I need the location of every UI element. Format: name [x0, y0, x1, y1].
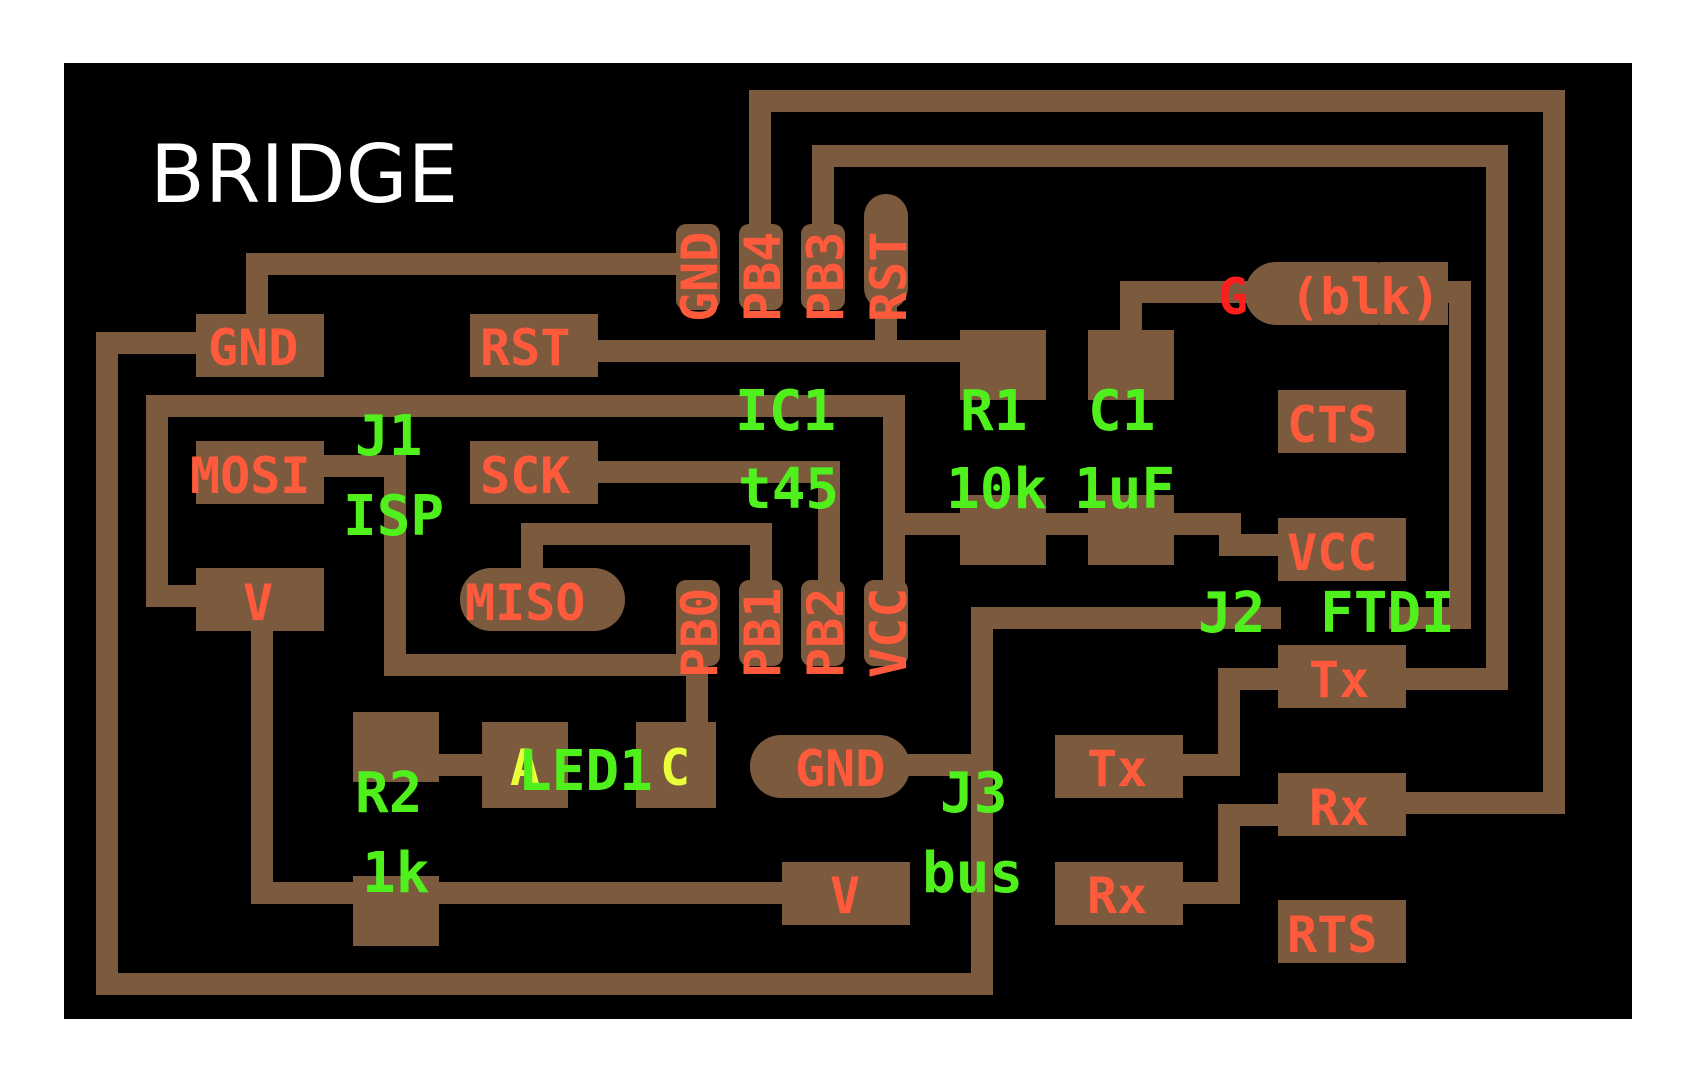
ftdi-rts-label: RTS [1287, 906, 1377, 964]
pad-c1-top[interactable] [1088, 330, 1174, 400]
pad-isp-rst[interactable] [470, 314, 598, 377]
led1-ref-label: LED1 [518, 739, 653, 804]
pad-ic-pb4[interactable] [739, 224, 783, 310]
pad-ic-pb1[interactable] [739, 580, 783, 666]
ic-pin-rst-label: RST [860, 232, 918, 322]
pad-r1-bottom[interactable] [960, 495, 1046, 565]
pad-r1-top[interactable] [960, 330, 1046, 400]
pad-ftdi-vcc[interactable] [1278, 518, 1406, 581]
pad-ic-pb3[interactable] [801, 224, 845, 310]
ftdi-g-note-label: (blk) [1290, 268, 1441, 326]
led-c-label: C [660, 739, 690, 797]
ic-pin-pb2-label: PB2 [797, 588, 855, 678]
trace-bus-tx [1169, 668, 1301, 776]
j1-value-label: ISP [343, 484, 444, 549]
isp-mosi-label: MOSI [190, 447, 310, 505]
trace-g-side [1389, 281, 1471, 629]
ic1-ref-label: IC1 [735, 379, 836, 444]
trace-v-rail [146, 395, 1301, 607]
pad-ftdi-g-right [1380, 262, 1448, 325]
trace-gnd-isp [246, 253, 708, 346]
pad-isp-gnd[interactable] [196, 314, 324, 377]
pad-ftdi-rts[interactable] [1278, 900, 1406, 963]
r1-ref-label: R1 [960, 379, 1027, 444]
traces [96, 90, 1565, 995]
ic-pin-pb3-label: PB3 [797, 232, 855, 322]
pad-bus-gnd[interactable] [750, 735, 910, 798]
j3-ref-label: J3 [940, 761, 1007, 826]
ftdi-tx-label: Tx [1309, 651, 1369, 709]
j2-ref-label: J2 [1198, 581, 1265, 646]
ic-pin-pb0-label: PB0 [671, 588, 729, 678]
bus-tx-label: Tx [1087, 740, 1147, 798]
j3-value-label: bus [922, 841, 1023, 906]
pad-bus-tx[interactable] [1055, 735, 1183, 798]
r2-ref-label: R2 [355, 761, 422, 826]
pad-isp-v[interactable] [196, 568, 324, 631]
pad-r2-bottom[interactable] [353, 876, 439, 946]
pad-isp-sck[interactable] [470, 441, 598, 504]
c1-ref-label: C1 [1088, 379, 1155, 444]
pad-ftdi-cts[interactable] [1278, 390, 1406, 453]
bus-gnd-label: GND [795, 740, 885, 798]
ic-pin-gnd-label: GND [671, 232, 729, 322]
component-labels: IC1 t45 R1 10k C1 1uF J1 ISP J2 FTDI J3 … [343, 379, 1455, 906]
ic-pin-pb1-label: PB1 [734, 588, 792, 678]
bus-v-label: V [830, 867, 860, 925]
pad-r2-top[interactable] [353, 712, 439, 782]
ftdi-rx-label: Rx [1309, 779, 1369, 837]
trace-pb4-rx [749, 90, 1565, 814]
trace-ground-loop [96, 332, 1281, 995]
trace-bus-rx [1169, 804, 1301, 904]
j2-value-label: FTDI [1320, 581, 1455, 646]
board-title: BRIDGE [150, 128, 458, 221]
trace-miso [521, 523, 772, 626]
ftdi-cts-label: CTS [1287, 396, 1377, 454]
pad-isp-miso[interactable] [460, 568, 625, 631]
trace-g-c1 [1120, 281, 1281, 351]
ftdi-vcc-label: VCC [1287, 524, 1377, 582]
led-a-label: A [510, 739, 540, 797]
pad-ic-pb2[interactable] [801, 580, 845, 666]
pad-c1-bottom[interactable] [1088, 495, 1174, 565]
ic-pin-vcc-label: VCC [860, 588, 918, 678]
pad-ftdi-tx[interactable] [1278, 645, 1406, 708]
pad-ftdi-g[interactable] [1245, 262, 1405, 325]
pads [196, 194, 1448, 963]
pad-led-a[interactable] [482, 722, 568, 808]
pad-isp-mosi[interactable] [196, 441, 324, 504]
isp-rst-label: RST [480, 319, 570, 377]
isp-gnd-label: GND [208, 319, 298, 377]
bus-rx-label: Rx [1087, 867, 1147, 925]
r1-value-label: 10k [946, 457, 1047, 522]
trace-sck [569, 461, 840, 626]
ftdi-g-label: G [1218, 268, 1248, 326]
c1-value-label: 1uF [1074, 457, 1175, 522]
r2-value-label: 1k [362, 841, 429, 906]
ic-pin-pb4-label: PB4 [734, 232, 792, 322]
ic1-value-label: t45 [738, 457, 839, 522]
isp-v-label: V [243, 574, 273, 632]
pad-bus-v[interactable] [782, 862, 910, 925]
j1-ref-label: J1 [355, 404, 422, 469]
pad-led-c[interactable] [636, 722, 716, 808]
trace-mosi [309, 455, 708, 731]
isp-sck-label: SCK [480, 447, 570, 505]
pad-labels: GND RST MOSI SCK MISO V GND PB4 PB3 RST … [190, 232, 1441, 964]
trace-v-r2 [251, 619, 406, 904]
pad-ftdi-rx[interactable] [1278, 773, 1406, 836]
pad-bus-rx[interactable] [1055, 862, 1183, 925]
pad-ic-gnd[interactable] [676, 224, 720, 310]
pad-ic-vcc[interactable] [864, 580, 908, 666]
trace-pb3-tx [812, 145, 1508, 690]
pad-ic-pb0[interactable] [676, 580, 720, 666]
isp-miso-label: MISO [465, 574, 585, 632]
pad-ic-rst[interactable] [864, 194, 908, 310]
